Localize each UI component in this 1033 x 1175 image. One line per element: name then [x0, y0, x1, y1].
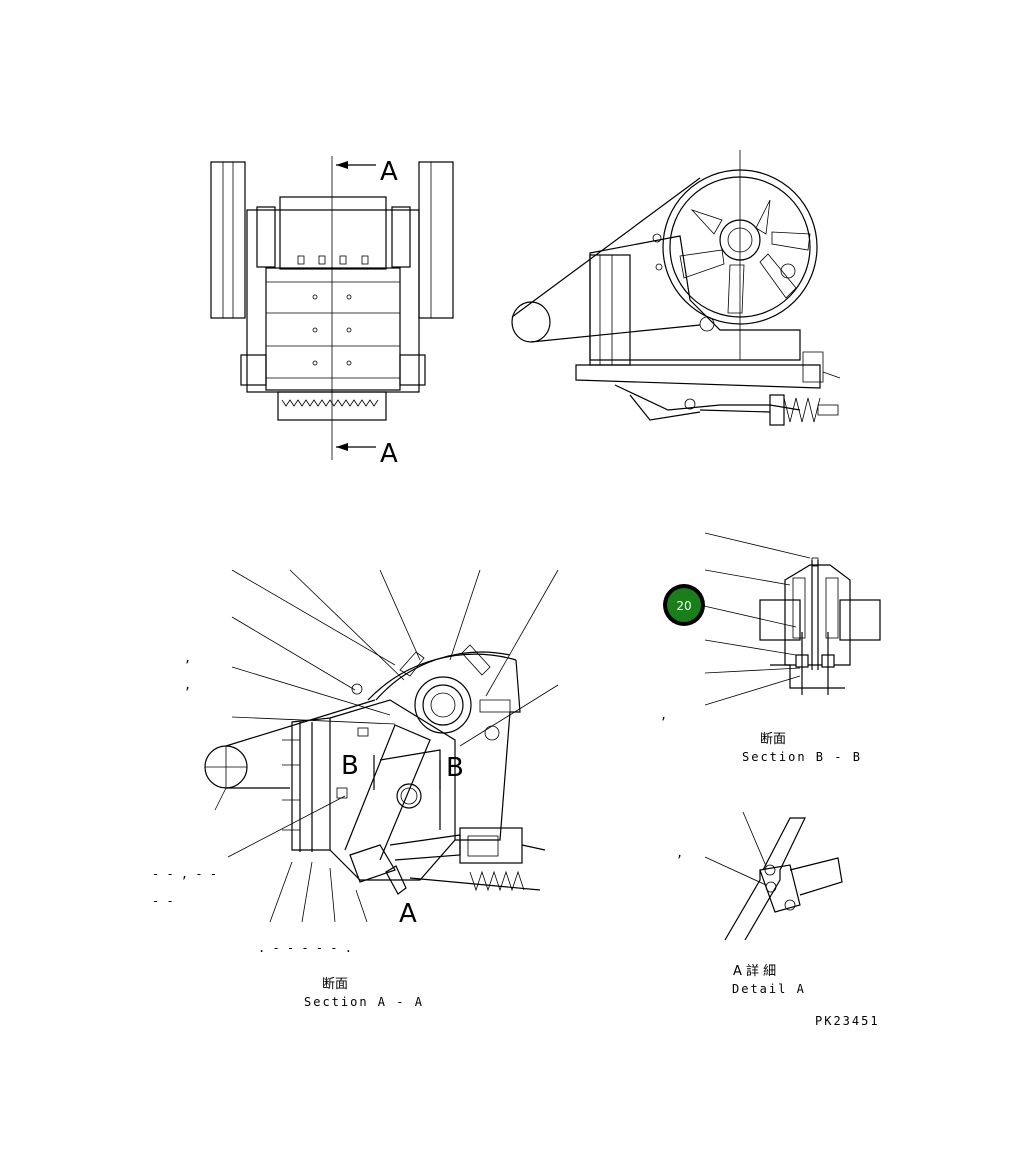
leader-lines-aa	[214, 569, 559, 923]
caption-aa-en: Section A - A	[304, 995, 424, 1009]
caption-detail-jp: A 詳 細	[733, 963, 776, 979]
callout-20-fill	[667, 588, 701, 622]
detail-side-mark: ,	[676, 846, 683, 860]
callout-20-badge: 20	[663, 584, 705, 626]
section-mark-b-left: B	[341, 751, 359, 781]
detail-mark-a: A	[399, 899, 417, 929]
side-mark-1: ,	[184, 651, 191, 665]
side-mark-3: - - , - -	[152, 867, 217, 881]
section-aa-view: B B A , , - - , - - - - . - - - - - . 断面…	[152, 569, 559, 1009]
drawing-number: PK23451	[815, 1014, 880, 1028]
caption-bb-en: Section B - B	[742, 750, 862, 764]
section-mark-b-right: B	[446, 753, 464, 783]
callout-20-number: 20	[676, 599, 691, 613]
caption-detail-en: Detail A	[732, 982, 806, 996]
detail-a-view: , A 詳 細 Detail A	[676, 811, 843, 996]
section-mark-a-bottom: A	[380, 439, 398, 469]
leader-lines-bb	[703, 532, 811, 706]
side-mark-2: ,	[184, 678, 191, 692]
bottom-marks: . - - - - - .	[258, 941, 352, 955]
caption-aa-jp: 断面	[322, 977, 348, 992]
caption-bb-jp: 断面	[760, 732, 786, 747]
front-view: A A	[210, 156, 454, 469]
section-mark-a-top: A	[380, 157, 398, 187]
section-bb-view: 20 , 断面 Section B - B	[660, 532, 881, 764]
bb-side-mark: ,	[660, 708, 667, 722]
side-view	[511, 150, 841, 426]
side-mark-4: - -	[152, 894, 174, 908]
